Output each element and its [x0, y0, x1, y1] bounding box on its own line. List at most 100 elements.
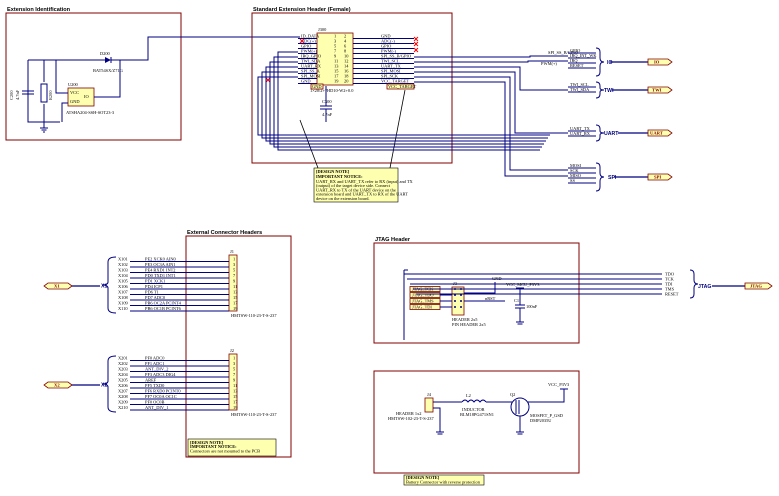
pin-number: 13 — [233, 389, 238, 394]
pin-label: PF7 OC0A OC1C — [145, 394, 177, 399]
pin-label: PE4 RXD1 INT2 — [145, 268, 176, 273]
j300-right-signal: GND — [381, 34, 391, 39]
bus-io-signal: RESET — [570, 63, 584, 68]
j300-left-signal: ADC(+) — [301, 39, 316, 44]
bus-twi-signal: TWI_SDA — [570, 87, 590, 92]
pin-number: 15 — [233, 295, 238, 300]
net-label: X110 — [118, 306, 128, 311]
jtag-signal: JTAG_TDI — [412, 305, 432, 310]
inductor-l2 — [461, 399, 487, 403]
pin-label: PF0 OC0B — [145, 400, 164, 405]
pin-label: AREF — [145, 378, 157, 383]
section-title-std-header: Standard Extension Header (Female) — [253, 7, 351, 13]
mosfet-q2 — [510, 397, 530, 417]
net-label: X209 — [118, 400, 129, 405]
port-x1 — [43, 282, 73, 290]
vcc-target-port — [386, 83, 415, 90]
j300-right-pin: 2 — [344, 34, 346, 39]
header-j300-ref: J300 — [318, 27, 327, 32]
j300-left-pin: 11 — [334, 59, 338, 64]
note3-body: Battery Connector with reverse protectio… — [406, 480, 481, 485]
pin-number: 7 — [233, 273, 236, 278]
jtag-nrst: nRST — [485, 296, 496, 301]
design-note-connectors — [187, 438, 277, 457]
net-label: X208 — [118, 394, 129, 399]
j300-left-pin: 15 — [334, 69, 339, 74]
j300-left-signal: GND — [301, 79, 311, 84]
connector-ref: J1 — [230, 249, 234, 254]
pin-label: PD6 T1 — [145, 290, 159, 295]
pin-number: 3 — [233, 262, 236, 267]
ic-pin-gnd: GND — [70, 99, 80, 104]
port-twi — [647, 86, 673, 94]
net-label: X109 — [118, 301, 129, 306]
ic-pin-vcc: VCC — [70, 90, 79, 95]
j300-left-signal: SPI_SS_A — [301, 69, 321, 74]
net-label: X106 — [118, 284, 129, 289]
jtag-signal: JTAG_TDO — [412, 293, 434, 298]
power-header-label: HEADER 1x2 — [396, 411, 422, 416]
j300-left-pin: 9 — [334, 54, 337, 59]
j300-left-signal: SPI_MOSI — [301, 74, 321, 79]
cap-c300-ref: C300 — [322, 99, 332, 104]
net-label: X105 — [118, 279, 129, 284]
port-io-label: IO — [654, 60, 660, 65]
section-standard-header: Standard Extension Header (Female) J300 … — [251, 7, 453, 203]
j300-left-signal: TWI_SDA — [301, 59, 321, 64]
note1-title: [DESIGN NOTE] — [316, 169, 350, 174]
pin-number: 1 — [233, 257, 235, 262]
j300-right-signal: SPI_SS_B/GPIO — [381, 54, 411, 59]
ic-u200-ref: U200 — [68, 82, 79, 87]
jtag-header-label1: HEADER 2x5 — [452, 317, 478, 322]
header-j300-part: 1×20/2+?HD10-W2+0.0 — [310, 88, 354, 93]
jtag-vcc: VCC_MCU_P3V3 — [506, 282, 540, 287]
net-label: X205 — [118, 378, 129, 383]
port-jtag-label: JTAG — [750, 284, 762, 289]
pin-label: PD4 ICP1 — [145, 284, 163, 289]
jtag-bus-signal: TMS — [665, 287, 675, 292]
inductor-part: BLM18PG471SN1 — [460, 412, 494, 417]
cap-c200-val: 4.7nF — [15, 89, 20, 100]
note2-body: Connectors are not mounted to the PCB — [190, 449, 260, 454]
net-label: X201 — [118, 356, 128, 361]
j300-left-signal: ID_DATA — [301, 34, 320, 39]
pin-number: 19 — [233, 306, 238, 311]
power-header-part: HMTSW-102-23-T-S-237 — [388, 416, 434, 421]
pin-label: PE2 XCK0 AIN0 — [145, 257, 177, 262]
pin-number: 3 — [233, 361, 236, 366]
bus-twi-label: TWI — [604, 88, 614, 94]
bus-spi-signal: MOSI — [570, 163, 582, 168]
pin-number: 1 — [233, 356, 235, 361]
net-label: X104 — [118, 273, 129, 278]
bus-io-signal: IRQ_INT_WK — [570, 53, 597, 58]
j300-left-pin: 7 — [334, 49, 337, 54]
gnd-port — [310, 83, 324, 90]
bus-io-signal: GPIO — [570, 48, 580, 53]
port-jtag — [744, 282, 773, 290]
section-title-jtag: JTAG Header — [375, 237, 411, 243]
j300-right-signal: SPI_MOSI — [381, 69, 401, 74]
bus-label: X1 — [101, 284, 107, 290]
j300-right-signal: VCC_TARGET — [381, 79, 410, 84]
j300-right-pin: 20 — [344, 79, 349, 84]
resistor-r200 — [40, 83, 48, 103]
j300-right-pin: 4 — [344, 39, 347, 44]
j300-left-signal: IRQ_GPIO — [301, 54, 321, 59]
j300-right-pin: 8 — [344, 49, 347, 54]
note2-sub: IMPORTANT NOTICE: — [190, 444, 237, 449]
bus-io-label: IO — [607, 60, 612, 66]
bus-io-extra: SPI_SS_B/GPIO — [548, 50, 578, 55]
net-label: X102 — [118, 262, 128, 267]
pin-number: 17 — [233, 301, 238, 306]
j300-left-pin: 5 — [334, 44, 337, 49]
port-spi — [647, 173, 673, 181]
pin-label: PD7 ADC0 — [145, 295, 166, 300]
pin-label: PE3 OC3A AIN1 — [145, 262, 176, 267]
pin-number: 9 — [233, 378, 236, 383]
net-label: X108 — [118, 295, 129, 300]
pin-label: PF6 RXD0 PCINT0 — [145, 389, 181, 394]
pin-label: PF0 ADC0 — [145, 356, 165, 361]
net-label: X206 — [118, 383, 129, 388]
